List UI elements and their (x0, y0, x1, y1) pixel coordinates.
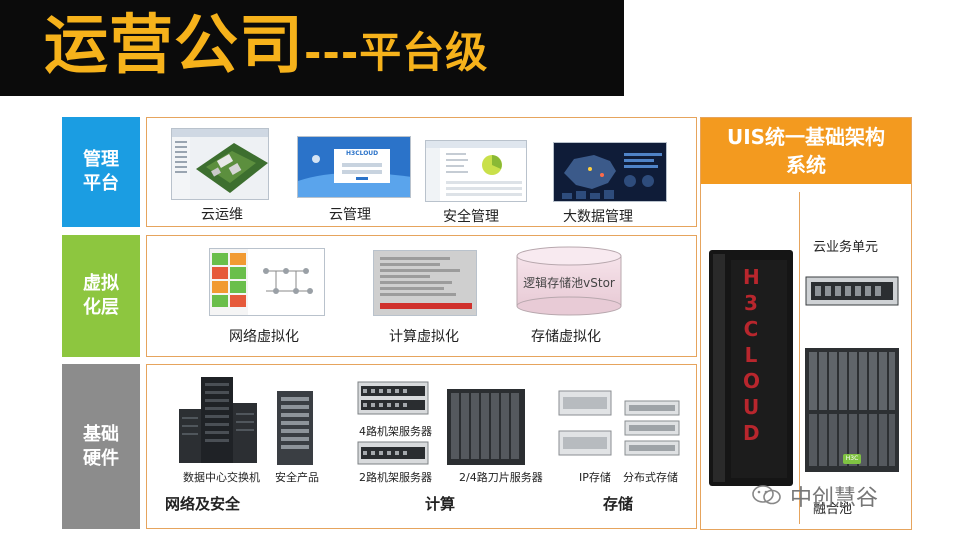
layer-label-hardware: 基础硬件 (62, 364, 140, 529)
storage-pool-label: 逻辑存储池vStor (523, 276, 615, 290)
ops-map-icon (172, 129, 268, 199)
hw-security: 安全产品 (275, 471, 319, 484)
compute-virt-screenshot (373, 250, 477, 316)
storage-pool-cylinder: 逻辑存储池vStor (515, 246, 623, 316)
uis-header: UIS统一基础架构 系统 (701, 118, 911, 184)
china-map-icon (554, 143, 666, 201)
security-mgmt-screenshot (425, 140, 527, 202)
rack2-server-icon (357, 441, 429, 465)
cylinder-icon (516, 246, 622, 316)
cloud-mgmt-screenshot: H3CLOUD (297, 136, 411, 198)
uis-divider (799, 192, 800, 524)
ip-storage-icon (558, 390, 612, 456)
title-bar: 运营公司---平台级 (0, 0, 624, 96)
uis-cloud-unit-label: 云业务单元 (813, 240, 879, 255)
hardware-panel: 数据中心交换机 安全产品 4路机架服务器 2路机架服务器 2/4路刀片服务器 (146, 364, 697, 529)
hw-rack4: 4路机架服务器 (359, 425, 432, 438)
watermark-text: 中创慧谷 (790, 486, 879, 511)
mgmt-item-bigdata: 大数据管理 (563, 209, 633, 225)
uis-panel: UIS统一基础架构 系统 H3CLOUD 云业务单元 H3C 融合池 (700, 117, 912, 530)
dist-storage-icon (624, 400, 680, 456)
management-panel: 云运维 H3CLOUD 云管理 (146, 117, 697, 227)
virt-item-storage: 存储虚拟化 (531, 329, 601, 345)
bigdata-mgmt-screenshot (553, 142, 667, 202)
dc-switch-icon (179, 377, 257, 463)
security-dashboard-icon (426, 141, 526, 201)
ops-screenshot (171, 128, 269, 200)
group-network-security: 网络及安全 (165, 495, 241, 513)
uis-title-line2: 系统 (786, 153, 826, 177)
title-sub: ---平台级 (304, 28, 489, 77)
page-title: 运营公司---平台级 (44, 4, 488, 95)
uis-title-line1: UIS统一基础架构 (726, 125, 886, 149)
group-compute: 计算 (425, 495, 456, 513)
cloud-mgmt-logo: H3CLOUD (346, 150, 379, 157)
title-main: 运营公司 (44, 9, 304, 83)
cloud-unit-server-icon (805, 276, 899, 306)
fusion-pool-chassis: H3C (805, 348, 899, 472)
security-appliance-icon (277, 391, 313, 465)
network-virt-screenshot (209, 248, 325, 316)
hw-dist-storage: 分布式存储 (623, 471, 678, 484)
hw-blade: 2/4路刀片服务器 (459, 471, 543, 484)
cloud-login-icon (298, 137, 410, 197)
wechat-icon (752, 485, 781, 505)
group-storage: 存储 (603, 495, 634, 513)
blade-server-icon (447, 389, 525, 465)
uis-fusion-pool-label: 融合池 (813, 502, 853, 517)
layer-label-virtualization: 虚拟化层 (62, 235, 140, 357)
virt-item-network: 网络虚拟化 (229, 329, 299, 345)
mgmt-item-security: 安全管理 (443, 209, 499, 225)
hw-dc-switch: 数据中心交换机 (183, 471, 260, 484)
mgmt-item-cloud: 云管理 (329, 207, 371, 223)
mgmt-item-ops: 云运维 (201, 207, 243, 223)
layer-label-management: 管理平台 (62, 117, 140, 227)
hw-rack2: 2路机架服务器 (359, 471, 432, 484)
uis-rack-cabinet: H3CLOUD (709, 250, 793, 486)
hw-ip-storage: IP存储 (579, 471, 611, 484)
virt-item-compute: 计算虚拟化 (389, 329, 459, 345)
rack4-server-icon (357, 381, 429, 415)
network-topology-icon (210, 249, 313, 315)
blade-chassis-icon (809, 352, 895, 466)
virtualization-panel: 网络虚拟化 计算虚拟化 逻辑存储池vStor 存储虚拟化 (146, 235, 697, 357)
uis-rack-brand: H3CLOUD (743, 265, 761, 445)
console-screen-icon (374, 251, 476, 315)
fusion-pool-mini-logo: H3C (843, 454, 861, 464)
